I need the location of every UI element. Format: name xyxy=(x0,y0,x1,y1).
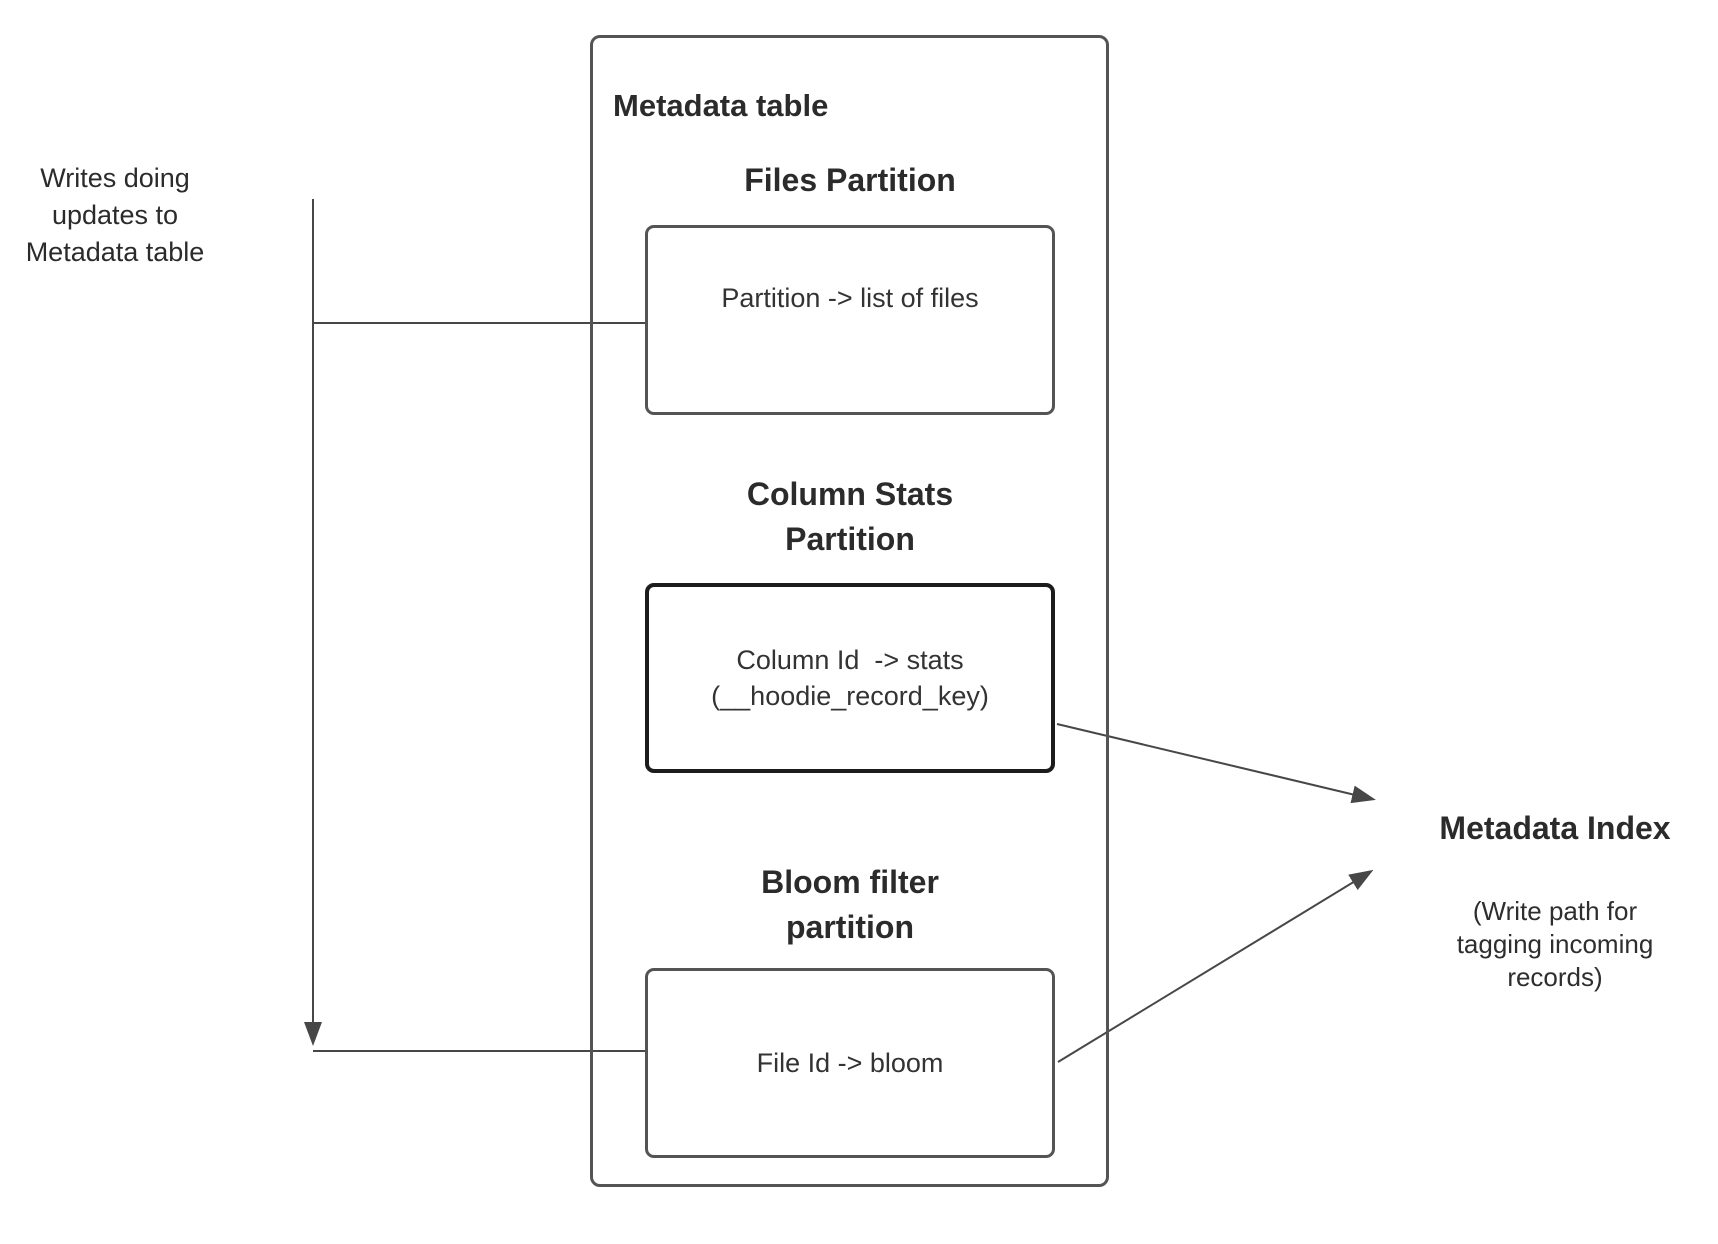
bloom-heading-line: partition xyxy=(786,909,914,945)
column-stats-heading-line: Column Stats xyxy=(746,476,954,512)
writes-label: Writes doing updates to Metadata table xyxy=(10,160,220,271)
writes-label-line: updates to xyxy=(51,200,179,230)
bloom-box-text: File Id -> bloom xyxy=(756,1048,944,1078)
metadata-index-subtitle-line: records) xyxy=(1507,962,1603,992)
writes-label-line: Metadata table xyxy=(25,237,205,267)
metadata-index-subtitle: (Write path for tagging incoming records… xyxy=(1400,895,1710,994)
files-partition-heading-line: Files Partition xyxy=(744,162,956,198)
column-stats-heading-line: Partition xyxy=(785,521,915,557)
files-partition-box-text: Partition -> list of files xyxy=(721,283,979,313)
files-partition-box: Partition -> list of files xyxy=(645,225,1055,415)
metadata-index-title: Metadata Index xyxy=(1439,810,1671,846)
bloom-heading-line: Bloom filter xyxy=(761,864,939,900)
metadata-table-title: Metadata table xyxy=(613,88,829,123)
metadata-index-subtitle-line: (Write path for xyxy=(1472,896,1638,926)
bloom-filter-partition-box: File Id -> bloom xyxy=(645,968,1055,1158)
column-stats-partition-heading: Column Stats Partition xyxy=(645,472,1055,562)
bloom-filter-partition-heading: Bloom filter partition xyxy=(645,860,1055,950)
writes-label-line: Writes doing xyxy=(40,163,190,193)
column-stats-box-text: Column Id -> stats xyxy=(736,645,964,675)
files-partition-heading: Files Partition xyxy=(645,158,1055,203)
column-stats-box-text: (__hoodie_record_key) xyxy=(711,681,989,711)
metadata-table-box xyxy=(590,35,1109,1187)
column-stats-partition-box: Column Id -> stats (__hoodie_record_key) xyxy=(645,583,1055,773)
metadata-index-subtitle-line: tagging incoming xyxy=(1456,929,1654,959)
